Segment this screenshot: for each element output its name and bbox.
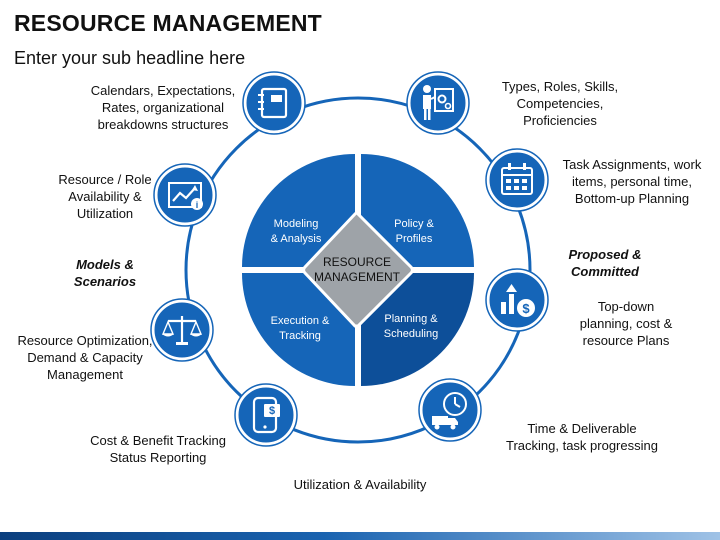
- presenter-gears-icon: [406, 71, 470, 135]
- notebook-icon: [242, 71, 306, 135]
- quadrant-policy-line1: Policy &: [394, 218, 434, 230]
- label-proposed-committed: Proposed & Committed: [568, 247, 642, 279]
- center-label-line1: RESOURCE: [323, 255, 391, 269]
- label-optimization: Resource Optimization, Demand & Capacity…: [17, 333, 153, 382]
- label-models-scenarios: Models & Scenarios: [73, 257, 137, 289]
- quadrant-modeling-line1: Modeling: [274, 218, 319, 230]
- label-task-assignments: Task Assignments, work items, personal t…: [562, 157, 702, 206]
- quadrant-policy-line2: Profiles: [396, 233, 433, 245]
- page-title: RESOURCE MANAGEMENT: [14, 10, 322, 36]
- quadrant-policy: [361, 154, 474, 267]
- quadrant-planning-line1: Planning &: [384, 313, 438, 325]
- quadrant-execution-line2: Tracking: [279, 330, 321, 342]
- label-types-roles: Types, Roles, Skills, Competencies, Prof…: [501, 79, 619, 128]
- outer-ring: [184, 96, 532, 444]
- label-utilization-availability: Utilization & Availability: [293, 477, 427, 492]
- mobile-dollar-icon: $: [234, 383, 298, 447]
- label-calendars: Calendars, Expectations, Rates, organiza…: [90, 83, 236, 132]
- quadrant-planning: [361, 273, 474, 386]
- dollar-growth-icon: $: [485, 268, 549, 332]
- delivery-clock-icon: [418, 378, 482, 442]
- center-label-line2: MANAGEMENT: [314, 270, 401, 284]
- svg-text:$: $: [522, 301, 530, 316]
- svg-text:$: $: [269, 405, 275, 417]
- label-role-availability: Resource / Role Availability & Utilizati…: [58, 172, 152, 221]
- page-subtitle: Enter your sub headline here: [14, 48, 246, 68]
- growth-chart-icon: i: [153, 163, 217, 227]
- label-cost-benefit: Cost & Benefit Tracking Status Reporting: [90, 433, 226, 465]
- footer-gradient-bar: [0, 532, 720, 540]
- quadrant-modeling: [242, 154, 355, 267]
- scales-icon: [150, 298, 214, 362]
- label-time-deliverable: Time & Deliverable Tracking, task progre…: [506, 421, 658, 453]
- svg-text:i: i: [196, 200, 199, 210]
- quadrant-modeling-line2: & Analysis: [271, 233, 322, 245]
- quadrant-execution: [242, 273, 355, 386]
- label-topdown: Top-down planning, cost & resource Plans: [579, 299, 673, 348]
- center-diamond: [302, 211, 414, 328]
- quadrant-planning-line2: Scheduling: [384, 328, 438, 340]
- quadrant-execution-line1: Execution &: [271, 315, 330, 327]
- calendar-icon: [485, 148, 549, 212]
